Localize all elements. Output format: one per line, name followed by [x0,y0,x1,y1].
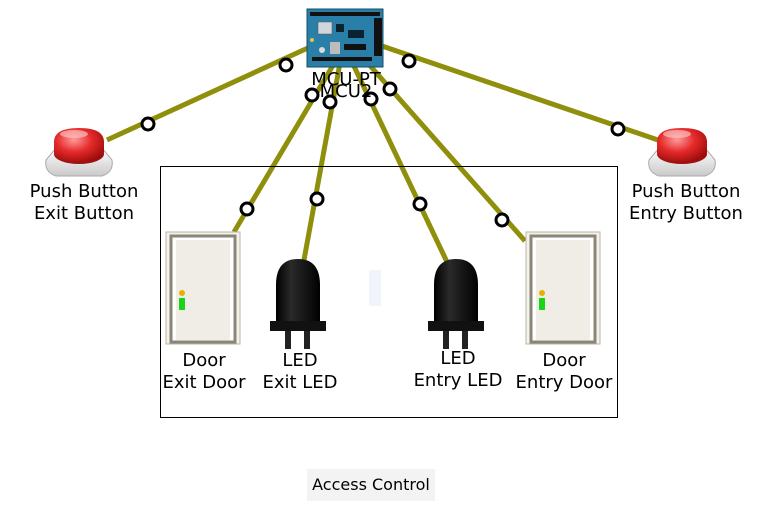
port-circle[interactable] [140,116,156,132]
exit-button-type: Push Button [29,181,139,202]
exit-door-label: Door Exit Door [151,350,257,394]
mcu-subtitle: MCU2 [319,81,373,102]
exit-button-label: Push Button Exit Button [26,181,142,225]
entry-led-name: Entry LED [413,370,503,391]
cluster-boundary [160,166,618,418]
entry-button-name: Entry Button [629,203,743,224]
mcu-label: MCU-PT MCU2 [296,69,396,103]
port-circle[interactable] [239,201,255,217]
door-icon[interactable] [165,231,241,345]
wire-entry-button[interactable] [375,41,659,143]
port-circle[interactable] [494,212,510,228]
exit-led-name: Exit LED [262,372,338,393]
port-circle[interactable] [278,57,294,73]
port-circle[interactable] [401,53,417,69]
entry-door-name: Entry Door [515,372,613,393]
selection-mark [369,270,381,306]
exit-door-type: Door [182,350,226,371]
door-icon[interactable] [525,231,601,345]
port-circle[interactable] [309,191,325,207]
entry-led-label: LED Entry LED [403,348,513,392]
exit-led-type: LED [282,350,318,371]
exit-led-label: LED Exit LED [252,350,348,394]
entry-led-type: LED [440,348,476,369]
diagram-caption: Access Control [307,469,435,501]
port-circle[interactable] [412,196,428,212]
led-icon[interactable] [270,259,326,349]
port-circle[interactable] [322,94,338,110]
exit-button-name: Exit Button [33,203,135,224]
port-circle[interactable] [610,121,626,137]
entry-door-type: Door [542,350,586,371]
port-circle[interactable] [304,87,320,103]
wire-exit-button[interactable] [105,39,323,143]
port-group [140,53,626,228]
led-icon[interactable] [428,259,484,349]
entry-button-label: Push Button Entry Button [626,181,746,225]
red-push-button-icon[interactable] [648,128,716,177]
exit-door-name: Exit Door [162,372,246,393]
mcu-name: MCU-PT [311,69,381,90]
entry-door-label: Door Entry Door [506,350,622,394]
entry-button-type: Push Button [631,181,741,202]
microcontroller-board-icon[interactable] [306,8,384,68]
red-push-button-icon[interactable] [45,128,113,177]
port-circle[interactable] [382,81,398,97]
port-circle[interactable] [363,91,379,107]
